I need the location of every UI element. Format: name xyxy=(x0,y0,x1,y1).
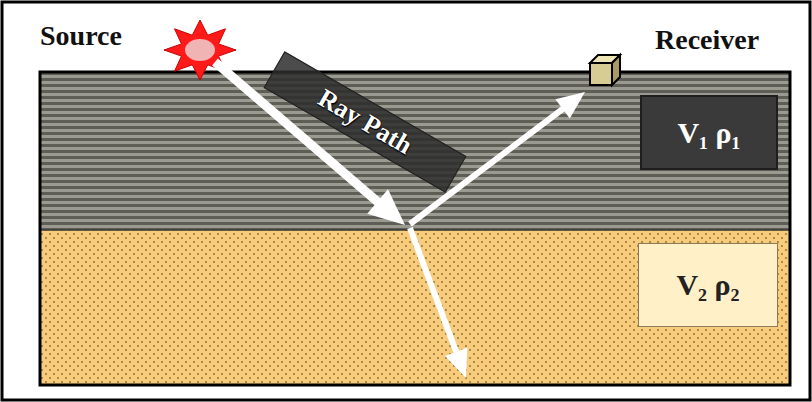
interface-line xyxy=(40,229,790,231)
layer-property-text: V₂ ρ₂ xyxy=(676,268,739,302)
receiver-label: Receiver xyxy=(655,24,759,56)
lower-layer xyxy=(40,230,790,385)
layer-property-text: V₁ ρ₁ xyxy=(677,116,740,150)
receiver-symbol xyxy=(590,55,620,85)
layer-property-box: V₂ ρ₂ xyxy=(638,243,778,327)
transmitted-ray xyxy=(410,228,467,378)
source-label: Source xyxy=(40,20,122,52)
source-core xyxy=(185,39,215,61)
layer-property-box: V₁ ρ₁ xyxy=(640,95,778,170)
layer-border xyxy=(40,72,790,385)
